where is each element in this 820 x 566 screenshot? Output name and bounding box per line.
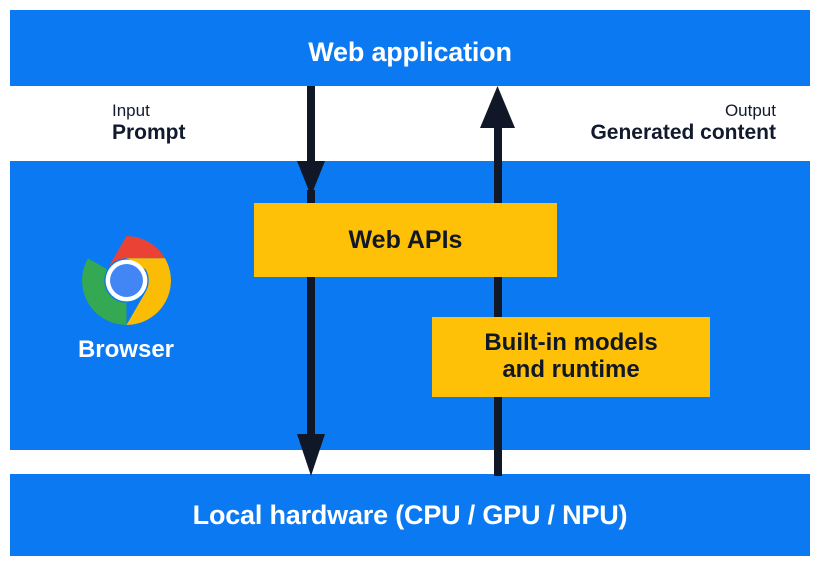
box-web-apis: Web APIs bbox=[254, 203, 557, 277]
output-flow-value: Generated content bbox=[590, 120, 776, 144]
band-local-hardware-label: Local hardware (CPU / GPU / NPU) bbox=[192, 500, 628, 530]
box-builtin-models-line1: Built-in models bbox=[484, 329, 658, 357]
input-flow-label: Input Prompt bbox=[112, 101, 186, 145]
box-web-apis-label: Web APIs bbox=[348, 226, 463, 254]
band-local-hardware: Local hardware (CPU / GPU / NPU) bbox=[10, 474, 810, 556]
output-flow-kind: Output bbox=[724, 101, 776, 120]
box-builtin-models-line2: and runtime bbox=[502, 356, 640, 383]
input-flow-value: Prompt bbox=[112, 120, 186, 144]
box-builtin-models-label: Built-in models and runtime bbox=[484, 329, 658, 384]
band-web-application: Web application bbox=[10, 10, 810, 86]
band-web-application-label: Web application bbox=[308, 37, 512, 67]
band-browser-label: Browser bbox=[77, 336, 175, 363]
output-flow-label: Output Generated content bbox=[590, 101, 776, 145]
box-builtin-models: Built-in models and runtime bbox=[432, 317, 710, 397]
chrome-logo-icon bbox=[82, 236, 171, 325]
input-flow-kind: Input bbox=[112, 101, 150, 120]
